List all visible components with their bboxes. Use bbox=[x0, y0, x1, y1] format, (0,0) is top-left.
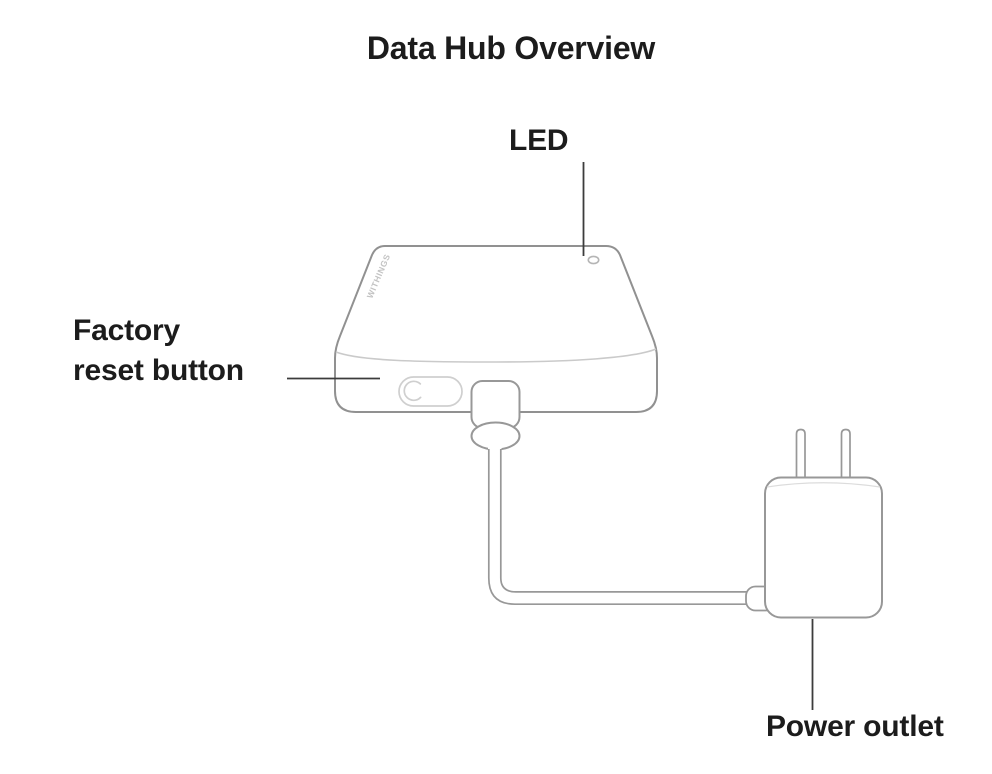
adapter-prong-left bbox=[795, 428, 806, 482]
power-adapter bbox=[764, 428, 883, 619]
adapter-top-face-line bbox=[766, 482, 881, 488]
hub-device-illustration: WITHINGS bbox=[334, 245, 658, 413]
adapter-body bbox=[764, 476, 883, 619]
cable-inner-edge bbox=[499, 449, 750, 593]
factory-reset-label-line2: reset button bbox=[73, 354, 244, 387]
hub-body-outline bbox=[334, 245, 658, 413]
power-cable bbox=[487, 432, 776, 612]
power-outlet-label: Power outlet bbox=[766, 710, 944, 743]
page-title: Data Hub Overview bbox=[366, 30, 656, 66]
connector-housing bbox=[470, 380, 521, 429]
factory-reset-label: Factory reset button bbox=[73, 311, 244, 391]
hub-top-edge-line bbox=[335, 348, 657, 363]
cable-fill bbox=[488, 432, 750, 605]
factory-reset-label-line1: Factory bbox=[73, 314, 180, 347]
led-label: LED bbox=[509, 124, 569, 157]
adapter-prong-right bbox=[840, 428, 851, 482]
reset-button bbox=[398, 376, 463, 407]
reset-button-symbol bbox=[403, 380, 422, 402]
led-indicator bbox=[587, 255, 600, 265]
cable-outer-edge bbox=[487, 449, 750, 606]
